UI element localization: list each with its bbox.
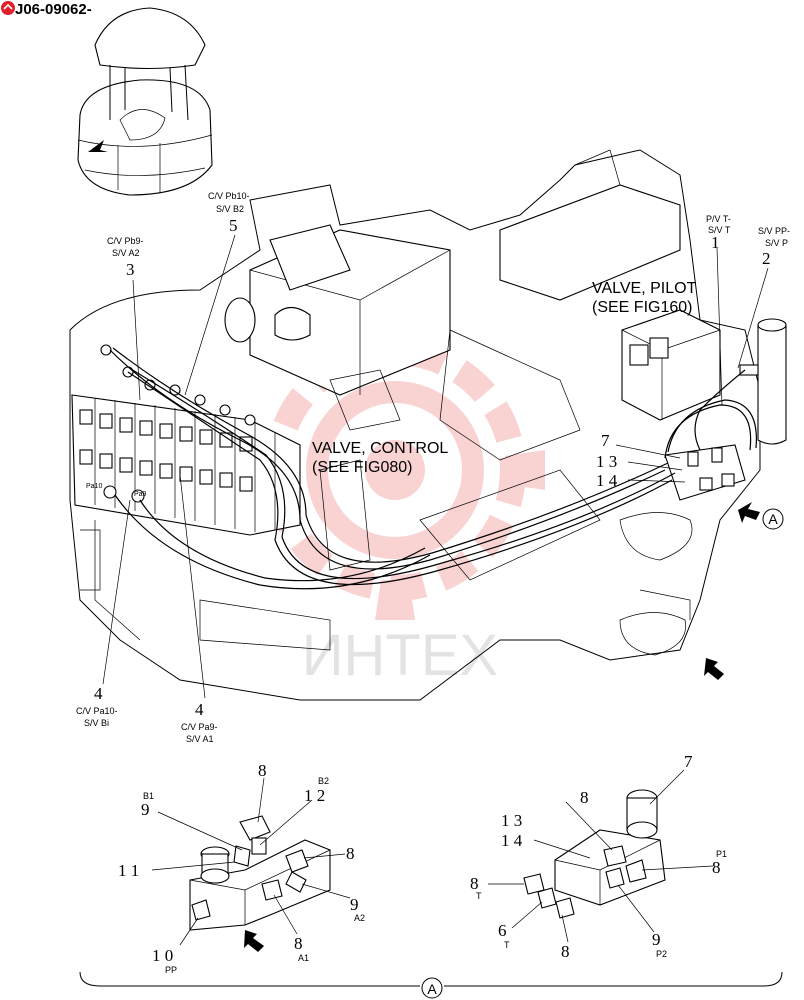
svg-text:8: 8 [561,942,570,961]
callout-4-left: 4 C/V Pa10- S/V Bi [76,684,118,728]
callout-4-right: 4 C/V Pa9- S/V A1 [181,700,218,744]
svg-text:(SEE FIG080): (SEE FIG080) [312,459,412,476]
svg-text:6: 6 [498,921,507,940]
svg-text:S/V B2: S/V B2 [216,204,244,214]
svg-text:1 4: 1 4 [501,831,523,850]
svg-text:A2: A2 [354,913,365,923]
callout-valve-pilot: VALVE, PILOT (SEE FIG160) [592,280,697,316]
callout-3: C/V Pb9- S/V A2 3 [107,236,144,279]
solenoid-valve-main [664,444,746,501]
svg-text:C/V Pb10-: C/V Pb10- [208,191,250,201]
svg-text:P1: P1 [716,849,727,859]
view-arrow-icon [738,502,760,523]
leader-lines [102,234,769,699]
detail-left-valve [189,815,331,952]
svg-text:C/V Pa10-: C/V Pa10- [76,706,118,716]
view-a-marker: A [762,508,784,530]
front-arrow-icon [704,658,724,680]
svg-text:4: 4 [195,700,204,719]
svg-text:P/V T-: P/V T- [706,214,731,224]
svg-text:S/V Bi: S/V Bi [84,718,109,728]
svg-text:T: T [504,940,510,950]
front-arrow-icon [244,930,264,952]
callout-2: S/V PP- S/V P 2 [758,226,790,268]
svg-text:C/V Pa9-: C/V Pa9- [181,722,218,732]
watermark-text: ИНТЕХ [302,623,498,688]
svg-text:1 2: 1 2 [304,786,325,805]
svg-text:(SEE FIG160): (SEE FIG160) [592,299,692,316]
svg-text:S/V P: S/V P [765,238,788,248]
svg-text:1 0: 1 0 [152,946,173,965]
svg-text:8: 8 [294,934,303,953]
svg-text:S/V PP-: S/V PP- [758,226,790,236]
svg-text:4: 4 [94,684,103,703]
svg-text:9: 9 [350,895,359,914]
svg-text:7: 7 [601,431,610,450]
svg-text:P2: P2 [656,949,667,959]
svg-text:5: 5 [229,216,238,235]
control-valve-stack: Pa10 Pa9 [71,344,301,536]
svg-text:1: 1 [711,233,720,252]
port-pa10-label: Pa10 [86,483,102,490]
svg-text:9: 9 [652,930,661,949]
svg-text:C/V Pb9-: C/V Pb9- [107,236,144,246]
main-assembly [69,149,761,701]
svg-text:S/V A2: S/V A2 [112,248,140,258]
detail-right-leaders [488,769,714,943]
pilot-valve [621,309,787,445]
svg-text:1 3: 1 3 [596,452,617,471]
svg-text:3: 3 [126,260,135,279]
svg-text:8: 8 [580,788,589,807]
svg-text:VALVE, CONTROL: VALVE, CONTROL [312,440,448,457]
svg-text:A: A [768,511,778,527]
svg-text:7: 7 [684,752,693,771]
callout-valve-control: VALVE, CONTROL (SEE FIG080) [312,440,448,476]
callout-5: C/V Pb10- S/V B2 5 [208,191,250,235]
svg-text:1 4: 1 4 [596,471,618,490]
svg-text:1 3: 1 3 [501,811,522,830]
document-id: J06-09062- [15,1,92,18]
port-pa9-label: Pa9 [134,491,147,498]
svg-text:S/V A1: S/V A1 [186,734,214,744]
callout-7-13-14: 7 1 3 1 4 [596,431,618,490]
hoses [109,347,758,590]
svg-text:2: 2 [762,249,771,268]
callout-1: P/V T- S/V T 1 [706,214,731,252]
detail-left-labels: 8 B2 1 2 B1 9 8 1 1 9 A2 1 0 PP 8 A1 [118,761,365,975]
detail-left-leaders [151,777,351,946]
svg-text:A: A [427,981,437,997]
view-a-bracket: A [79,971,783,999]
logo-icon [1,1,15,15]
svg-text:8: 8 [346,844,355,863]
header: J06-09062- [1,1,92,18]
svg-text:T: T [476,891,482,901]
detail-right-valve [523,789,666,919]
svg-text:VALVE, PILOT: VALVE, PILOT [592,280,697,297]
svg-text:8: 8 [712,858,721,877]
svg-text:A1: A1 [298,953,309,963]
detail-right-labels: 7 8 1 3 1 4 P1 8 8 T 6 T 8 9 P2 [470,752,727,961]
svg-text:B1: B1 [143,791,154,801]
svg-text:PP: PP [165,965,177,975]
svg-text:1 1: 1 1 [118,861,139,880]
svg-text:8: 8 [470,874,479,893]
svg-text:8: 8 [258,761,267,780]
machine-thumbnail [77,7,213,196]
svg-text:9: 9 [141,800,150,819]
svg-text:S/V T: S/V T [708,225,731,235]
svg-text:B2: B2 [318,776,329,786]
